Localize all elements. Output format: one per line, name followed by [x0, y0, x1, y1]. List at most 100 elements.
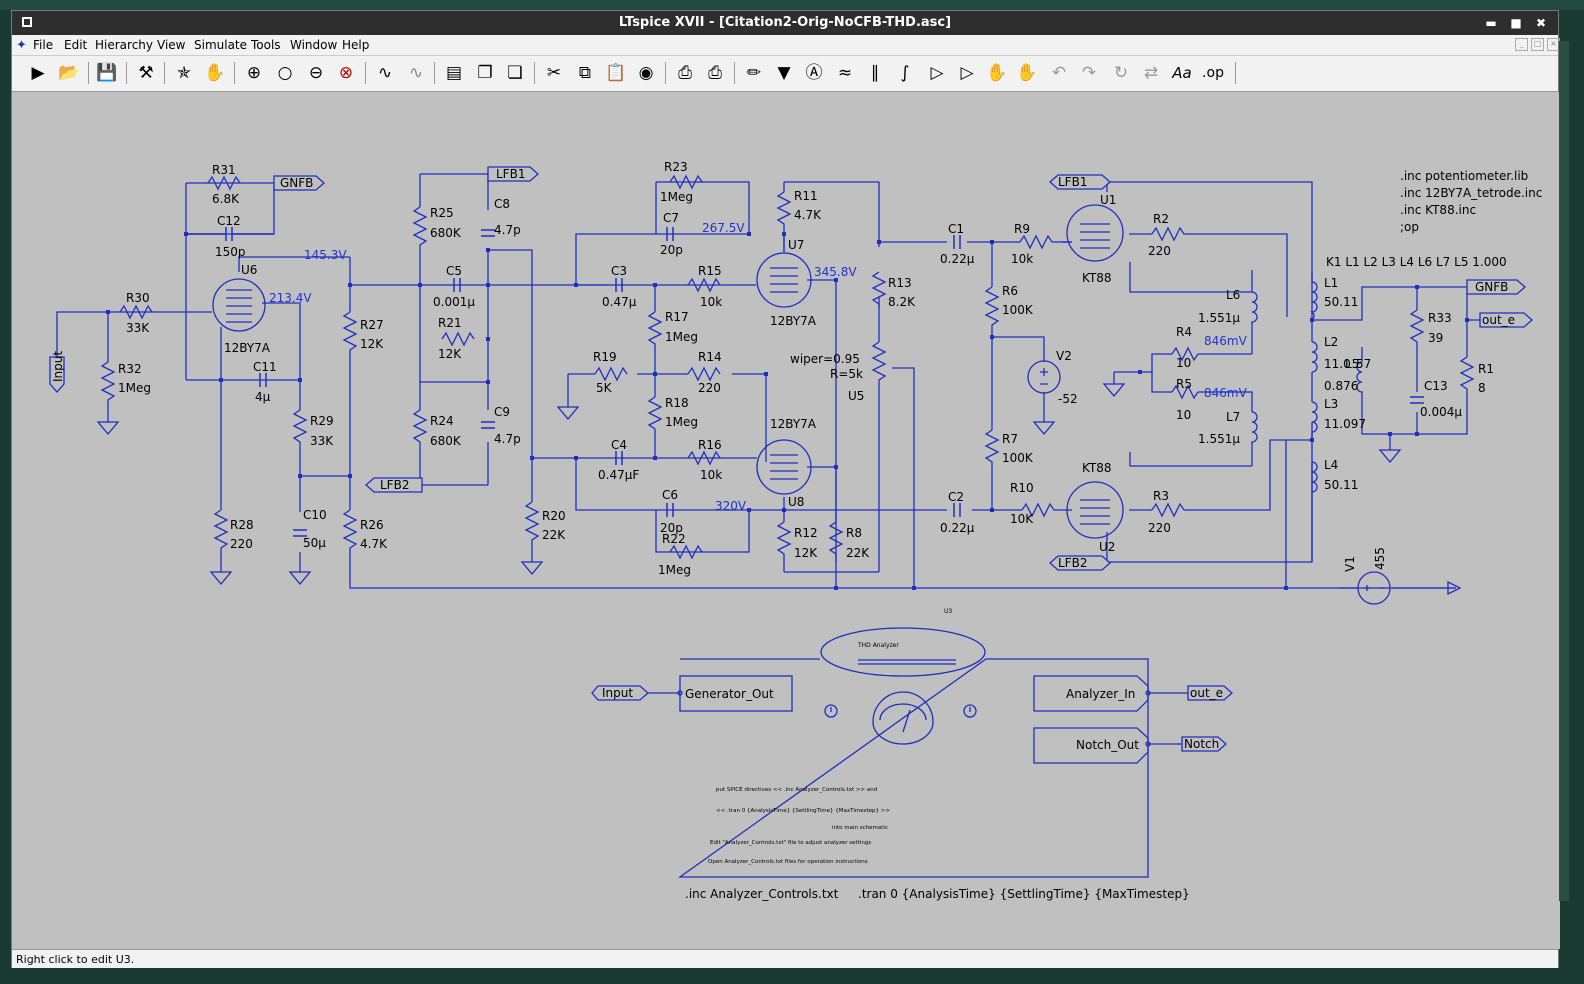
svg-text:1Meg: 1Meg [658, 563, 691, 577]
tile-icon[interactable]: ▤ [445, 63, 463, 83]
voltage-annotations: 145.3V 213.4V 267.5V 345.8V 320V 846mV 8… [269, 221, 1248, 513]
maximize-icon[interactable]: ■ [1510, 16, 1522, 30]
pan-icon[interactable]: ✋ [204, 63, 226, 83]
waveform-alt-icon[interactable]: ∿ [408, 63, 424, 83]
menu-edit[interactable]: Edit [64, 38, 88, 52]
svg-text:R27: R27 [360, 318, 384, 332]
svg-text:R14: R14 [698, 350, 722, 364]
save-icon[interactable]: 💾 [96, 63, 118, 83]
svg-text:R18: R18 [665, 396, 689, 410]
schematic-text: .inc potentiometer.lib .inc 12BY7A_tetro… [51, 160, 1542, 901]
label-input-analyzer: Input [602, 686, 633, 700]
zoom-in-icon[interactable]: ⊕ [246, 63, 262, 83]
schematic-drawing[interactable]: .inc potentiometer.lib .inc 12BY7A_tetro… [12, 92, 1560, 949]
svg-text:C5: C5 [446, 264, 462, 278]
svg-text:20p: 20p [660, 521, 683, 535]
menu-help[interactable]: Help [342, 38, 370, 52]
toolbar-separator [734, 62, 735, 84]
menu-view[interactable]: View [157, 38, 186, 52]
svg-text:10k: 10k [700, 468, 722, 482]
ltspice-app-icon[interactable]: ✦ [16, 38, 27, 53]
find-icon[interactable]: ◉ [638, 63, 654, 83]
svg-text:C3: C3 [611, 264, 627, 278]
probe-icon[interactable]: ✯ [176, 63, 192, 83]
minimize-icon[interactable]: ▬ [1485, 16, 1497, 30]
toolbar-separator [234, 62, 235, 84]
svg-text:12BY7A: 12BY7A [224, 341, 271, 355]
svg-text:33K: 33K [310, 434, 334, 448]
zoom-fit-icon[interactable]: ○ [277, 63, 293, 83]
svg-text:50.11: 50.11 [1324, 478, 1358, 492]
mdi-minimize-icon[interactable]: _ [1515, 38, 1528, 51]
mirror-icon[interactable]: ⇄ [1143, 63, 1159, 83]
paste-icon[interactable]: 📋 [605, 63, 627, 83]
cut-icon[interactable]: ✂ [546, 63, 562, 83]
menu-tools[interactable]: Tools [251, 38, 281, 52]
waveform-icon[interactable]: ∿ [377, 63, 393, 83]
svg-text:846mV: 846mV [1204, 386, 1248, 400]
print-preview-icon[interactable]: ⎙ [708, 63, 722, 83]
svg-text:12K: 12K [360, 337, 384, 351]
menu-file[interactable]: File [33, 38, 54, 52]
label-out-e-analyzer: out_e [1190, 686, 1223, 700]
close-windows-icon[interactable]: ❏ [507, 63, 523, 83]
diode-icon[interactable]: ▷ [930, 63, 944, 83]
coupling-directive: K1 L1 L2 L3 L4 L6 L7 L5 1.000 [1326, 255, 1507, 269]
spice-directive-icon[interactable]: .op [1202, 65, 1224, 81]
svg-text:into main schematic: into main schematic [832, 825, 888, 831]
svg-text:Analyzer_In: Analyzer_In [1066, 687, 1135, 701]
resistor-symbols [100, 174, 1475, 562]
zoom-out-icon[interactable]: ⊖ [308, 63, 324, 83]
text-icon[interactable]: Aa [1172, 64, 1192, 82]
toolbar-separator [665, 62, 666, 84]
svg-text:V2: V2 [1056, 349, 1072, 363]
menu-hierarchy[interactable]: Hierarchy [95, 38, 154, 52]
svg-text:R19: R19 [593, 350, 617, 364]
cascade-icon[interactable]: ❐ [477, 63, 493, 83]
inductor-icon[interactable]: ∫ [900, 63, 910, 83]
mdi-restore-icon[interactable]: □ [1531, 38, 1544, 51]
cancel-zoom-icon[interactable]: ⊗ [338, 63, 354, 83]
svg-text:C7: C7 [663, 211, 679, 225]
svg-text:C11: C11 [253, 360, 277, 374]
control-panel-icon[interactable]: ⚒ [138, 63, 154, 83]
capacitor-icon[interactable]: ∥ [870, 63, 880, 83]
menu-window[interactable]: Window [290, 38, 338, 52]
resistor-icon[interactable]: ≈ [837, 63, 853, 83]
draw-wire-icon[interactable]: ✏ [746, 63, 762, 83]
label-icon[interactable]: Ⓐ [805, 63, 823, 83]
ground-icon[interactable]: ▼ [777, 63, 791, 83]
undo-icon[interactable]: ↶ [1051, 63, 1067, 83]
run-icon[interactable]: ▶ [31, 63, 45, 83]
svg-text:320V: 320V [715, 499, 747, 513]
system-menu-icon[interactable] [22, 17, 32, 27]
rotate-icon[interactable]: ↻ [1113, 63, 1129, 83]
redo-icon[interactable]: ↷ [1081, 63, 1097, 83]
svg-text:4.7p: 4.7p [494, 432, 521, 446]
schematic-canvas[interactable]: .inc potentiometer.lib .inc 12BY7A_tetro… [12, 92, 1560, 949]
thd-analyzer-block[interactable] [677, 627, 1151, 878]
svg-text:22K: 22K [542, 528, 566, 542]
move-icon[interactable]: ✋ [986, 63, 1008, 83]
label-lfb1: LFB1 [496, 167, 525, 181]
svg-text:267.5V: 267.5V [702, 221, 745, 235]
toolbar-separator [126, 62, 127, 84]
svg-text:50μ: 50μ [303, 536, 326, 550]
print-icon[interactable]: ⎙ [678, 63, 692, 83]
close-icon[interactable]: ✖ [1535, 16, 1547, 30]
svg-text:R20: R20 [542, 509, 566, 523]
svg-text:R1: R1 [1478, 362, 1494, 376]
menu-simulate[interactable]: Simulate [194, 38, 248, 52]
svg-text:150p: 150p [215, 245, 246, 259]
drag-icon[interactable]: ✋ [1016, 63, 1038, 83]
svg-text:V1: V1 [1343, 556, 1357, 572]
svg-text:L1: L1 [1324, 276, 1338, 290]
svg-text:R16: R16 [698, 438, 722, 452]
inductor-symbols [1251, 281, 1363, 493]
svg-text:33K: 33K [126, 321, 150, 335]
svg-text:1.551μ: 1.551μ [1198, 311, 1240, 325]
component-icon[interactable]: ▷ [960, 63, 974, 83]
svg-text:C13: C13 [1424, 379, 1448, 393]
copy-icon[interactable]: ⧉ [578, 63, 592, 83]
open-icon[interactable]: 📂 [58, 63, 80, 83]
